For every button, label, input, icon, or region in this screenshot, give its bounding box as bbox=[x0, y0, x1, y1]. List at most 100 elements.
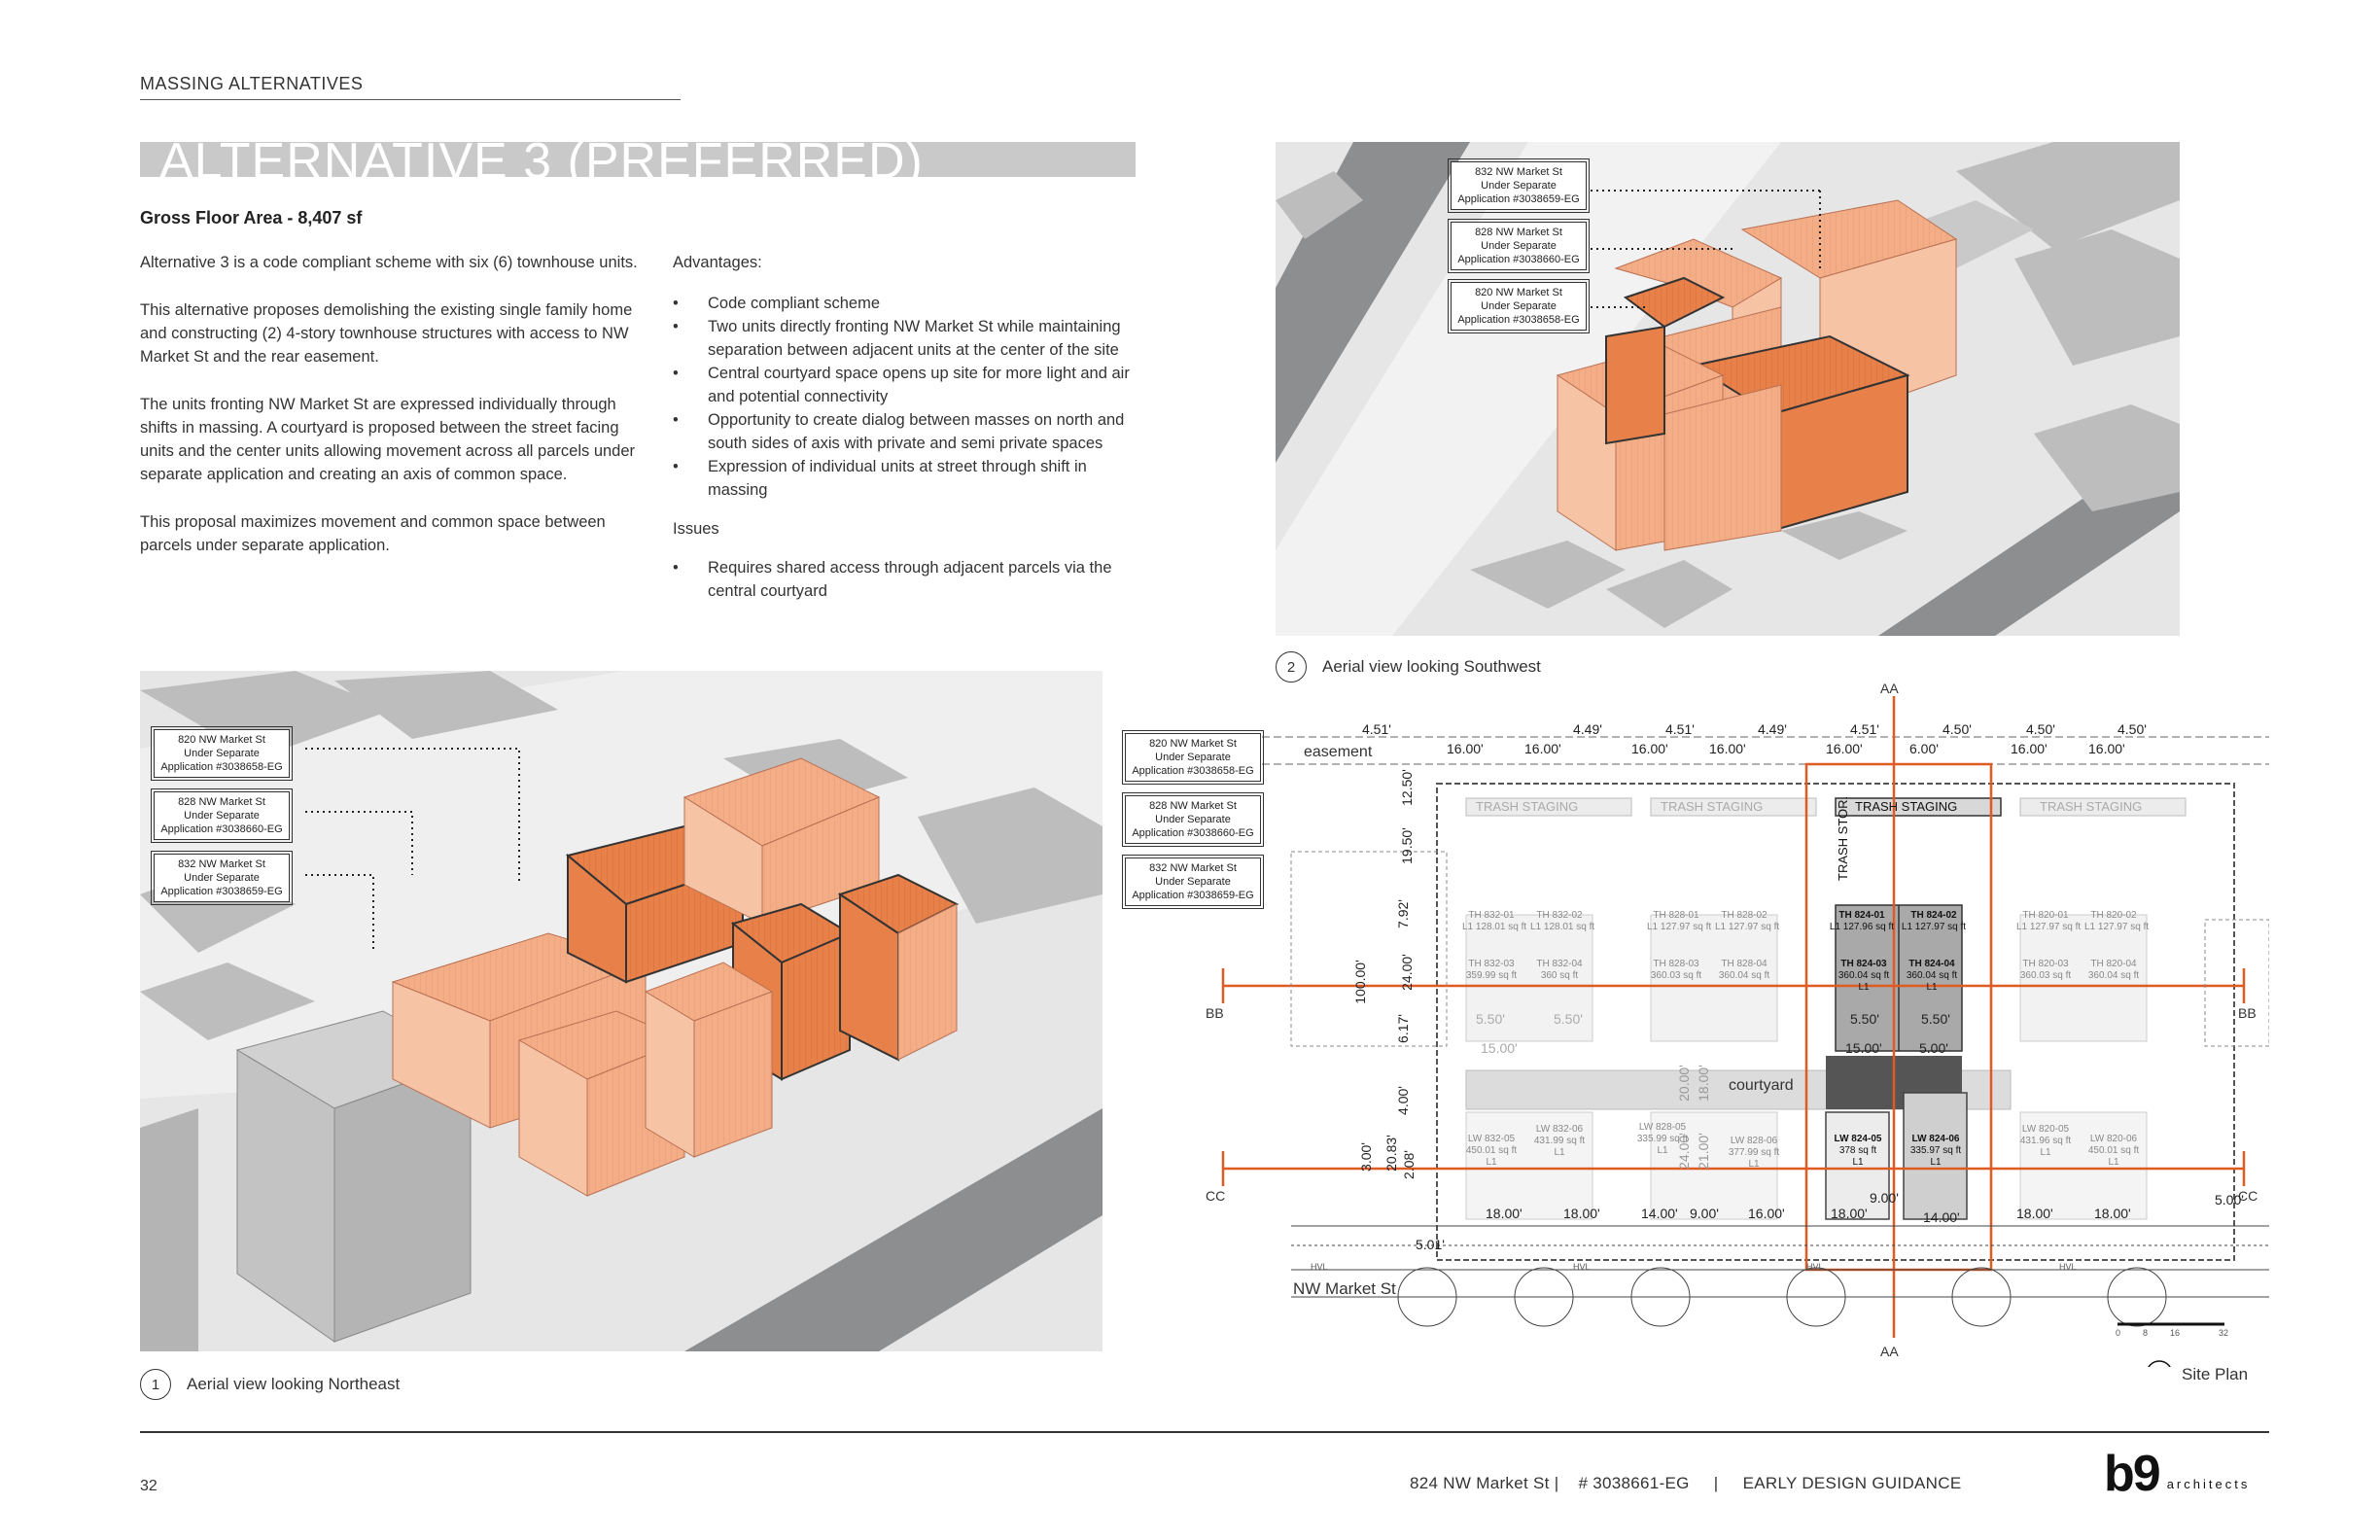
site-plan-drawing bbox=[1204, 696, 2269, 1367]
section-aa-label: AA bbox=[1880, 681, 1899, 696]
hvl-label: HVL bbox=[2059, 1262, 2077, 1272]
description-paragraph: This proposal maximizes movement and com… bbox=[140, 513, 606, 554]
dimension-label: 4.00' bbox=[1394, 1086, 1411, 1115]
page-number: 32 bbox=[140, 1478, 158, 1494]
caption-text: Aerial view looking Southwest bbox=[1322, 657, 1541, 676]
figure-number: 2 bbox=[1276, 651, 1307, 682]
dimension-label: 4.50' bbox=[1942, 721, 1972, 737]
title-bar: ALTERNATIVE 3 (PREFERRED) bbox=[140, 142, 1136, 177]
callout-line: Under Separate bbox=[184, 872, 260, 884]
trash-staging-label: TRASH STAGING bbox=[2040, 799, 2143, 814]
aerial-northeast-drawing bbox=[140, 671, 1102, 1351]
scale-label: 16 bbox=[2170, 1328, 2181, 1338]
unit-area: L1 127.97 sq ft bbox=[1901, 922, 1967, 932]
callout-line: Under Separate bbox=[1481, 240, 1557, 252]
unit-level: L1 bbox=[1852, 1157, 1864, 1168]
footer-divider bbox=[140, 1431, 2269, 1433]
unit-id: TH 820-04 bbox=[2090, 959, 2137, 969]
figure-1-caption: 1 Aerial view looking Northeast bbox=[140, 1369, 400, 1400]
list-item: Central courtyard space opens up site fo… bbox=[673, 362, 1139, 408]
dimension-label: 4.49' bbox=[1573, 721, 1602, 737]
footer-text: 824 NW Market St | # 3038661-EG | EARLY … bbox=[1410, 1474, 1962, 1492]
setback-label: 9.00' bbox=[1870, 1190, 1899, 1206]
unit-area: 360.04 sq ft bbox=[2087, 970, 2140, 981]
unit-level: L1 bbox=[2040, 1147, 2051, 1158]
dimension-label: 3.00' bbox=[1357, 1142, 1374, 1172]
unit-id: LW 832-05 bbox=[1467, 1134, 1516, 1144]
dimension-label: 4.50' bbox=[2026, 721, 2055, 737]
dimension-label: 19.50' bbox=[1398, 827, 1415, 864]
dimension-label: 7.92' bbox=[1394, 899, 1411, 928]
callout-line: Application #3038659-EG bbox=[160, 886, 283, 897]
unit-id: TH 832-02 bbox=[1536, 910, 1583, 921]
callout-line: Application #3038658-EG bbox=[160, 761, 283, 773]
unit-area: 360.03 sq ft bbox=[2019, 970, 2072, 981]
dimension-label: 16.00' bbox=[2011, 741, 2048, 756]
section-cc-label: CC bbox=[1206, 1188, 1226, 1204]
description-paragraph: This alternative proposes demolishing th… bbox=[140, 301, 633, 366]
unit-area: 377.99 sq ft bbox=[1728, 1147, 1780, 1158]
scale-label: 8 bbox=[2143, 1328, 2149, 1338]
setback-label: 15.00' bbox=[1845, 1040, 1882, 1056]
unit-id: TH 820-01 bbox=[2022, 910, 2069, 921]
unit-id: LW 824-05 bbox=[1834, 1134, 1882, 1144]
callout-line: Under Separate bbox=[1481, 300, 1557, 312]
callout-line: Under Separate bbox=[1155, 814, 1231, 825]
section-bb-label: BB bbox=[1206, 1005, 1224, 1021]
unit-area: 359.99 sq ft bbox=[1465, 970, 1518, 981]
unit-id: TH 832-01 bbox=[1468, 910, 1515, 921]
setback-label: 5.00' bbox=[2215, 1192, 2244, 1208]
dimension-label: 18.00' bbox=[2016, 1206, 2053, 1221]
trash-staging-label: TRASH STAGING bbox=[1661, 799, 1764, 814]
unit-area: L1 127.97 sq ft bbox=[1647, 922, 1712, 932]
dimension-label: 20.83' bbox=[1382, 1135, 1399, 1172]
unit-area: L1 127.97 sq ft bbox=[1715, 922, 1780, 932]
setback-label: 5.01' bbox=[1416, 1237, 1445, 1252]
dimension-label: 4.51' bbox=[1665, 721, 1695, 737]
unit-area: L1 127.97 sq ft bbox=[2016, 922, 2082, 932]
section-divider bbox=[140, 99, 681, 100]
dimension-label: 18.00' bbox=[1486, 1206, 1522, 1221]
callout-line: Application #3038660-EG bbox=[160, 823, 283, 835]
courtyard-label: courtyard bbox=[1729, 1077, 1794, 1094]
scale-label: 32 bbox=[2219, 1328, 2229, 1338]
dimension-label: 100.00' bbox=[1351, 960, 1368, 1004]
unit-id: TH 820-03 bbox=[2022, 959, 2069, 969]
callout-line: Under Separate bbox=[184, 748, 260, 759]
dimension-label: 16.00' bbox=[1709, 741, 1746, 756]
issues-list: Requires shared access through adjacent … bbox=[673, 556, 1139, 603]
unit-area: 360.03 sq ft bbox=[1650, 970, 1702, 981]
callout-828: 828 NW Market St Under Separate Applicat… bbox=[1122, 792, 1264, 847]
dimension-label: 21.00' bbox=[1695, 1133, 1711, 1170]
unit-area: L1 128.01 sq ft bbox=[1530, 922, 1595, 932]
section-cc-label: CC bbox=[2238, 1188, 2258, 1204]
figure-number: 1 bbox=[140, 1369, 171, 1400]
unit-level: L1 bbox=[1486, 1157, 1497, 1168]
callout-line: Application #3038658-EG bbox=[1457, 314, 1580, 326]
list-item: Code compliant scheme bbox=[673, 292, 1139, 315]
dimension-label: 4.50' bbox=[2118, 721, 2147, 737]
dimension-label: 18.00' bbox=[1563, 1206, 1600, 1221]
unit-id: LW 832-06 bbox=[1535, 1124, 1584, 1135]
unit-level: L1 bbox=[1926, 982, 1938, 993]
dimension-label: 2.08' bbox=[1400, 1150, 1417, 1179]
list-item: Requires shared access through adjacent … bbox=[673, 556, 1139, 603]
callout-line: Application #3038660-EG bbox=[1457, 254, 1580, 265]
callout-line: 828 NW Market St bbox=[1149, 800, 1237, 812]
street-label: NW Market St bbox=[1293, 1279, 1396, 1298]
site-plan: easement 4.51' 4.49' 4.51' 4.49' 4.51' 4… bbox=[1122, 681, 2269, 1383]
